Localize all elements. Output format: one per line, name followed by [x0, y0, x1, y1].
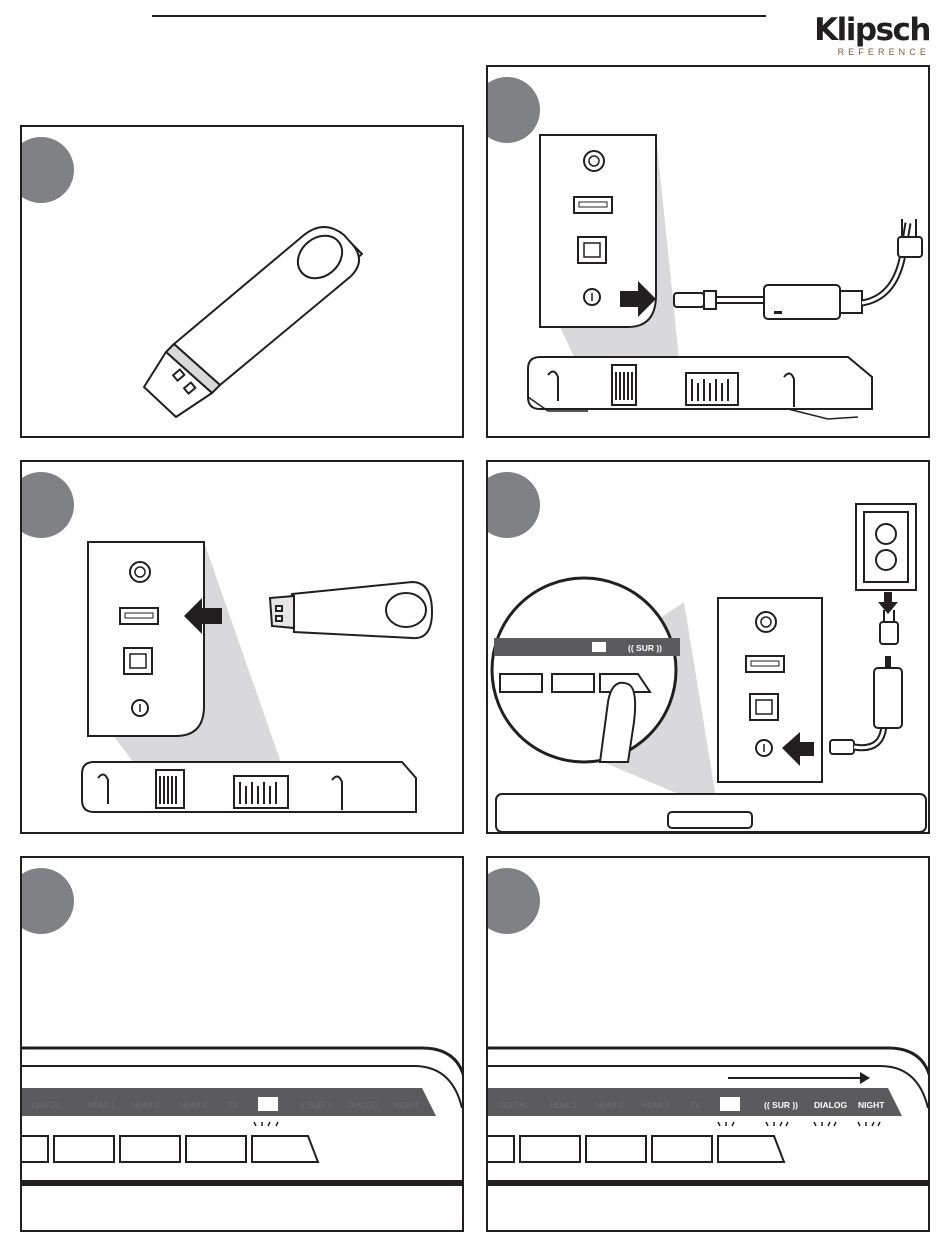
mode-label: NIGHT	[394, 1101, 419, 1110]
sur-zoom-label: (( SUR ))	[628, 643, 662, 653]
step-4-panel: (( SUR ))	[486, 460, 930, 834]
input-label: HDMI 3	[180, 1101, 208, 1110]
step-5-panel: DIGITAL HDMI 1 HDMI 2 HDMI 3 TV (( SUR )…	[20, 856, 464, 1232]
logo-subtitle: REFERENCE	[838, 47, 930, 57]
input-label: TV	[228, 1101, 239, 1110]
logo-wordmark: Klipsch	[814, 12, 930, 48]
control-panel-illustration: DIGITAL HDMI 1 HDMI 2 HDMI 3 TV (( SUR )…	[22, 858, 464, 1232]
input-label: DIGITAL	[498, 1101, 529, 1110]
dolby-logo-icon	[720, 1097, 740, 1111]
input-label: HDMI 1	[88, 1101, 116, 1110]
mode-label: DIALOG	[814, 1100, 847, 1110]
press-volume-up-illustration: (( SUR ))	[488, 462, 930, 834]
klipsch-logo: Klipsch REFERENCE	[784, 14, 934, 62]
mode-label: NIGHT	[858, 1100, 885, 1110]
input-label: HDMI 2	[132, 1101, 160, 1110]
mode-label: DIALOG	[348, 1101, 378, 1110]
step-1-panel	[20, 125, 464, 438]
input-label: DIGITAL	[32, 1101, 63, 1110]
mode-label: (( SUR ))	[300, 1101, 332, 1110]
usb-flash-drive-icon	[22, 127, 464, 438]
step-6-panel: DIGITAL HDMI 1 HDMI 2 HDMI 3 TV (( SUR )…	[486, 856, 930, 1232]
control-panel-illustration: DIGITAL HDMI 1 HDMI 2 HDMI 3 TV (( SUR )…	[488, 858, 930, 1232]
header-rule	[152, 15, 766, 17]
insert-usb-illustration	[22, 462, 464, 834]
input-label: HDMI 3	[642, 1101, 670, 1110]
mode-label: (( SUR ))	[764, 1100, 798, 1110]
step-3-panel	[20, 460, 464, 834]
dolby-logo-icon	[258, 1097, 278, 1111]
step-2-panel	[486, 65, 930, 438]
connect-power-illustration	[488, 67, 930, 438]
input-label: HDMI 2	[596, 1101, 624, 1110]
input-label: HDMI 1	[550, 1101, 578, 1110]
input-label: TV	[690, 1101, 701, 1110]
